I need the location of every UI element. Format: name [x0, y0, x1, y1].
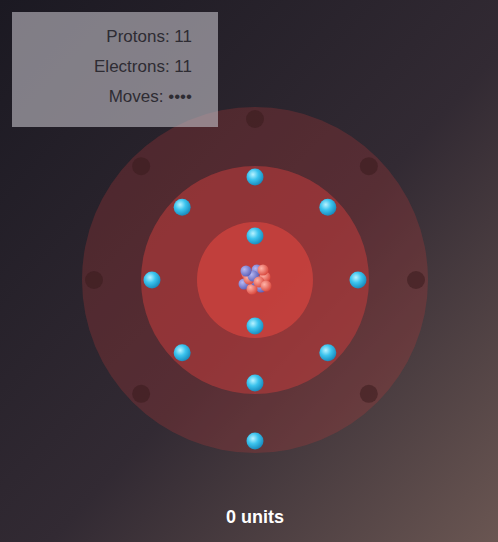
- electron: [247, 169, 264, 186]
- empty-slots: [85, 110, 425, 403]
- empty-slot: [132, 157, 150, 175]
- outer-shell: [82, 107, 428, 453]
- proton: [258, 265, 269, 276]
- electrons: [144, 169, 367, 450]
- stat-line: Protons: 11: [24, 22, 192, 52]
- electron: [247, 433, 264, 450]
- empty-slot: [246, 110, 264, 128]
- middle-shell: [141, 166, 369, 394]
- proton: [261, 281, 272, 292]
- electron: [144, 272, 161, 289]
- electron: [174, 199, 191, 216]
- empty-slot: [360, 157, 378, 175]
- electron: [174, 344, 191, 361]
- neutron: [241, 266, 252, 277]
- nucleus: [239, 265, 272, 295]
- electron: [350, 272, 367, 289]
- electron: [247, 228, 264, 245]
- inner-shell: [197, 222, 313, 338]
- empty-slot: [85, 271, 103, 289]
- empty-slot: [132, 385, 150, 403]
- electron: [319, 199, 336, 216]
- electron: [319, 344, 336, 361]
- stats-panel: Protons: 11Electrons: 11Moves: ••••: [12, 12, 218, 127]
- empty-slot: [407, 271, 425, 289]
- electron: [247, 318, 264, 335]
- stat-line: Electrons: 11: [24, 52, 192, 82]
- empty-slot: [360, 385, 378, 403]
- electron: [247, 375, 264, 392]
- score-label: 0 units: [0, 507, 498, 528]
- stat-line: Moves: ••••: [24, 82, 192, 112]
